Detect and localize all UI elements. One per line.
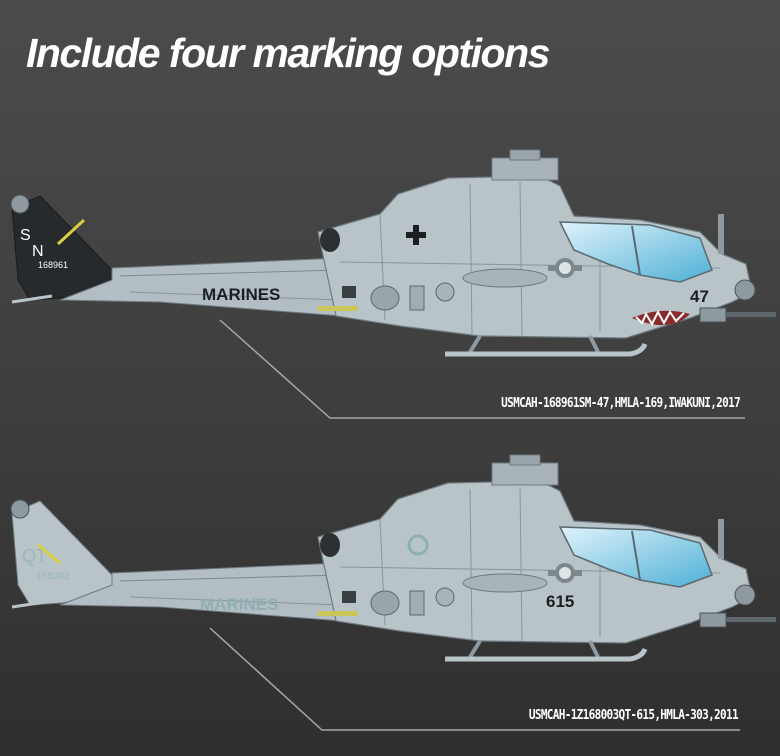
headline: Include four marking options: [26, 30, 550, 76]
tail-serial: 168003: [36, 571, 70, 582]
helicopter-option-1: S N 168961 MARINES 47: [11, 150, 776, 354]
tail-code-letter-2: N: [32, 243, 44, 260]
marking-option-2-caption: USMCAH-1Z168003QT-615,HMLA-303,2011: [528, 708, 739, 723]
modex-number: 47: [690, 287, 709, 306]
leader-line-2: [209, 627, 740, 731]
tail-code-letter-1: S: [20, 227, 31, 244]
modex-number: 615: [546, 592, 574, 611]
tail-serial: 168961: [38, 260, 68, 270]
helicopter-option-2: QT 168003 MARINES 615: [11, 455, 776, 659]
tail-code: QT: [22, 546, 47, 566]
boom-marines-text: MARINES: [202, 285, 280, 304]
shark-mouth-icon: [632, 309, 690, 327]
leader-line-1: [219, 319, 745, 419]
boom-marines-text: MARINES: [200, 595, 278, 614]
iron-cross-icon: [406, 225, 426, 245]
squadron-emblem-icon: [407, 534, 429, 556]
marking-option-1-caption: USMCAH-168961SM-47,HMLA-169,IWAKUNI,2017: [501, 396, 741, 411]
